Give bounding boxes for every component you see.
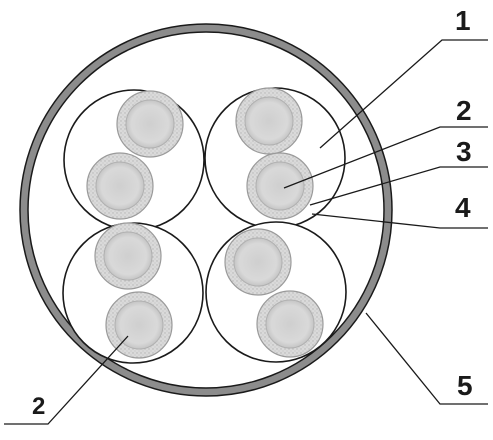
callout-labels: 1 2 3 4 5 2 <box>32 5 473 420</box>
leader-line-3 <box>309 166 488 206</box>
outer-sheath-ring <box>20 24 392 396</box>
conductor <box>235 87 303 155</box>
leader-line-2-bottom <box>4 335 129 425</box>
conductor <box>246 152 314 220</box>
outer-sheath-inner-edge <box>27 31 385 389</box>
label-2-top: 2 <box>456 95 472 126</box>
leader-line-4 <box>311 213 488 229</box>
label-5: 5 <box>457 370 473 401</box>
leader-line-5 <box>365 312 488 405</box>
conductor <box>86 152 154 220</box>
conductor <box>116 90 184 158</box>
label-2-bottom: 2 <box>32 393 45 420</box>
label-1: 1 <box>455 5 471 36</box>
leader-line-2-top <box>283 126 488 189</box>
label-4: 4 <box>455 192 471 223</box>
conductor <box>105 291 173 359</box>
conductors <box>86 87 324 359</box>
conductor <box>224 228 292 296</box>
conductor <box>256 290 324 358</box>
outer-sheath <box>19 23 393 397</box>
outer-sheath-outer-edge <box>19 23 393 397</box>
label-3: 3 <box>456 136 472 167</box>
conductor <box>94 222 162 290</box>
leader-line-1 <box>319 39 488 149</box>
leader-lines <box>4 39 488 425</box>
